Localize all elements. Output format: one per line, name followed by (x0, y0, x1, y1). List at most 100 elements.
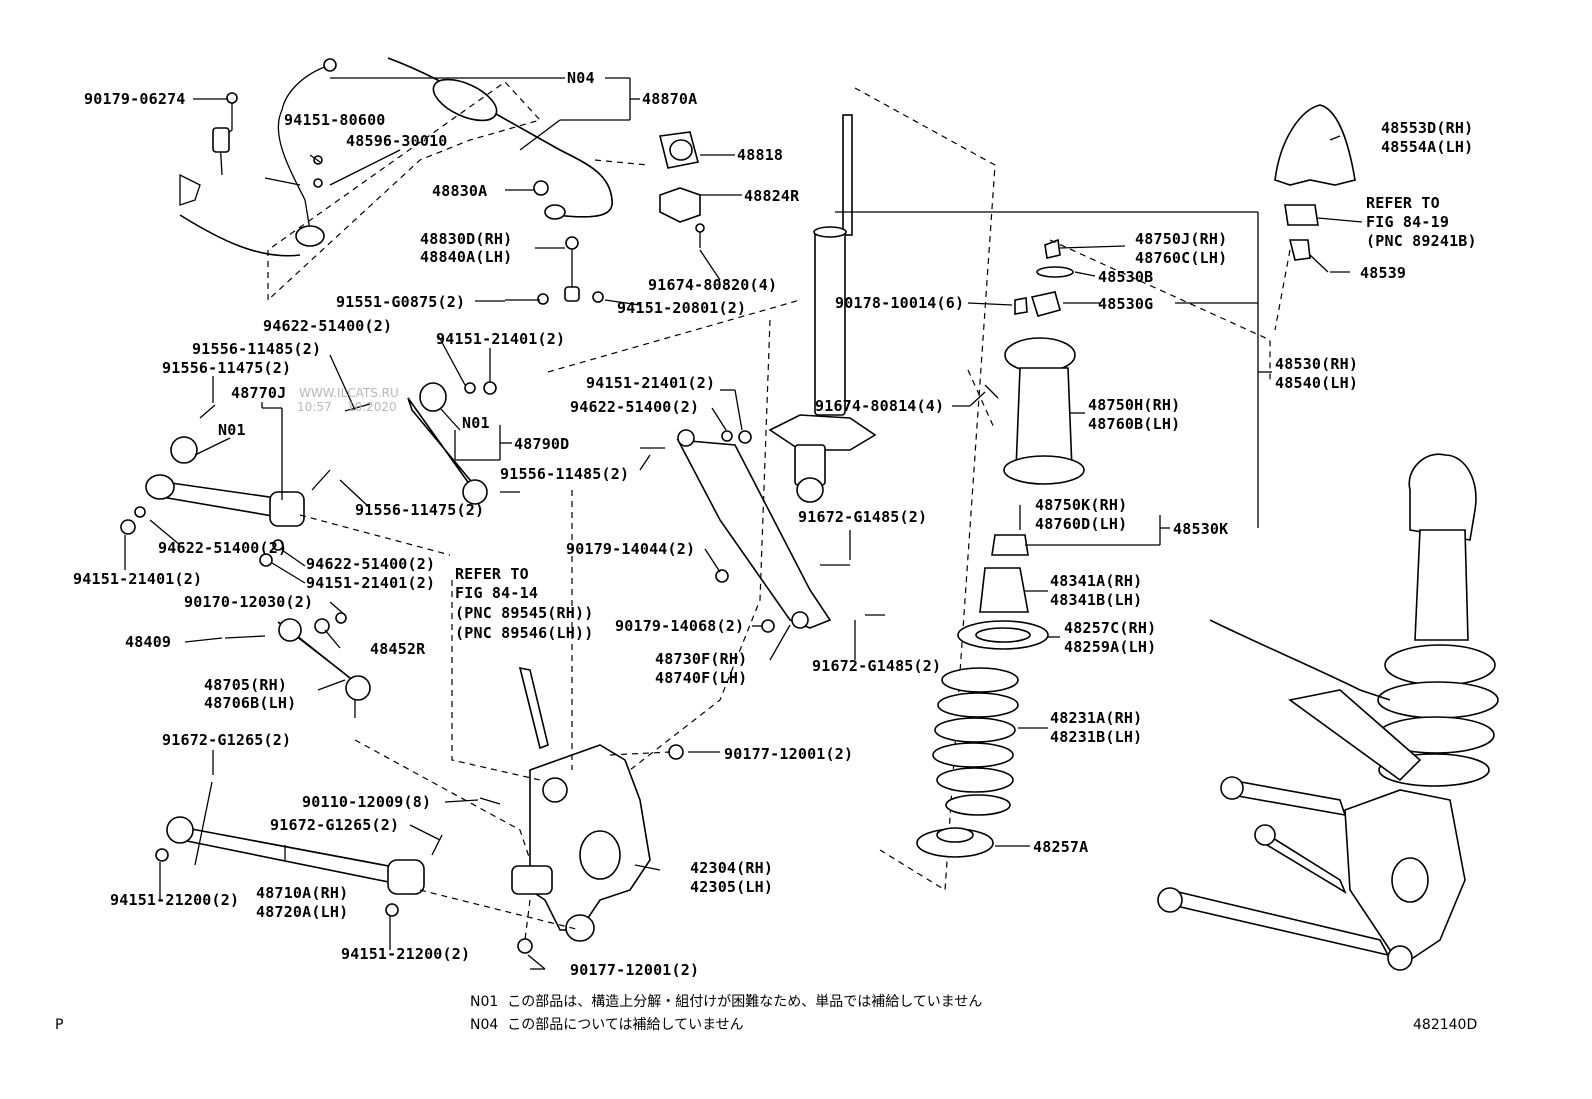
label-94151-20801: 94151-20801(2) (617, 299, 747, 317)
label-48540: 48540(LH) (1275, 374, 1359, 392)
label-48530: 48530(RH) (1275, 355, 1359, 373)
label-90177-12001-b: 90177-12001(2) (570, 961, 700, 979)
label-48409: 48409 (125, 633, 172, 651)
watermark-site: WWW.ILCATS.RU (299, 386, 399, 400)
label-90178-10014: 90178-10014(6) (835, 294, 965, 312)
label-48341B: 48341B(LH) (1050, 591, 1143, 609)
label-91672-G1265-b: 91672-G1265(2) (270, 816, 400, 834)
dash-knuckle-1 (451, 580, 541, 781)
dash-strut-3 (967, 369, 996, 431)
label-91672-G1485-a: 91672-G1485(2) (798, 508, 928, 526)
label-48720A: 48720A(LH) (256, 903, 349, 921)
label-94151-21401-d: 94151-21401(2) (586, 374, 716, 392)
note-n01: N01 この部品は、構造上分解・組付けが困難なため、単品では補給していません (470, 991, 982, 1011)
leader-lines (124, 77, 1363, 970)
label-91556-11475-a: 91556-11475(2) (162, 359, 292, 377)
dash-knuckle-5 (419, 889, 581, 931)
label-refer-84-19-b: FIG 84-19 (1366, 213, 1450, 231)
watermark-time: 10:57 (297, 400, 332, 414)
label-n04: N04 (567, 69, 595, 87)
label-refer-84-19-c: (PNC 89241B) (1366, 232, 1477, 250)
dash-knuckle-4 (354, 739, 531, 861)
label-48257C: 48257C(RH) (1064, 619, 1157, 637)
label-refer-84-14-a: REFER TO (455, 565, 529, 583)
dash-strut-1 (1049, 239, 1271, 380)
label-refer-84-14-c: (PNC 89545(RH)) (455, 604, 594, 622)
assembled-view-drawing (1157, 453, 1499, 971)
stabilizer-dash-frame (267, 81, 542, 301)
label-48259A: 48259A(LH) (1064, 638, 1157, 656)
label-48770J: 48770J (231, 384, 287, 402)
label-48830D: 48830D(RH) (420, 230, 513, 248)
lower-arm-drawing (676, 429, 832, 633)
label-refer-84-14-d: (PNC 89546(LH)) (455, 624, 594, 642)
label-48596-30010: 48596-30010 (346, 132, 448, 150)
diagram-code: 482140D (1413, 1017, 1478, 1033)
label-48750K: 48750K(RH) (1035, 496, 1128, 514)
label-91674-80820: 91674-80820(4) (648, 276, 778, 294)
label-91672-G1485-b: 91672-G1485(2) (812, 657, 942, 675)
label-48818: 48818 (737, 146, 784, 164)
dash-strut-2 (1274, 249, 1291, 331)
label-42305: 42305(LH) (690, 878, 774, 896)
label-91556-11485-b: 91556-11485(2) (500, 465, 630, 483)
label-94151-21401-c: 94151-21401(2) (306, 574, 436, 592)
label-90110-12009: 90110-12009(8) (302, 793, 432, 811)
strut-drawing (916, 238, 1085, 858)
label-94622-51400-c: 94622-51400(2) (306, 555, 436, 573)
label-48341A: 48341A(RH) (1050, 572, 1143, 590)
label-91551-G0875: 91551-G0875(2) (336, 293, 466, 311)
label-48553D: 48553D(RH) (1381, 119, 1474, 137)
label-91674-80814: 91674-80814(4) (815, 397, 945, 415)
label-48760C: 48760C(LH) (1135, 249, 1228, 267)
label-48790D: 48790D (514, 435, 570, 453)
label-94151-80600: 94151-80600 (284, 111, 386, 129)
label-48539: 48539 (1360, 264, 1407, 282)
label-90179-06274: 90179-06274 (84, 90, 186, 108)
label-48824R: 48824R (744, 187, 800, 205)
label-91672-G1265-a: 91672-G1265(2) (162, 731, 292, 749)
label-94151-21200-b: 94151-21200(2) (341, 945, 471, 963)
label-48452R: 48452R (370, 640, 426, 658)
note-n01-text: この部品は、構造上分解・組付けが困難なため、単品では補給していません (507, 994, 983, 1010)
note-n04-code: N04 (470, 1017, 499, 1033)
label-94151-21401-a: 94151-21401(2) (436, 330, 566, 348)
label-94151-21401-b: 94151-21401(2) (73, 570, 203, 588)
watermark-date: 10.2020 (347, 400, 397, 414)
bolts-drawing (194, 299, 999, 866)
label-90177-12001-a: 90177-12001(2) (724, 745, 854, 763)
label-48530G: 48530G (1098, 295, 1154, 313)
label-48750H: 48750H(RH) (1088, 396, 1181, 414)
label-48870A: 48870A (642, 90, 698, 108)
label-91556-11475-b: 91556-11475(2) (355, 501, 485, 519)
label-48730F: 48730F(RH) (655, 650, 748, 668)
upper-arm-drawing (120, 381, 497, 917)
label-48231A: 48231A(RH) (1050, 709, 1143, 727)
note-n01-code: N01 (470, 994, 499, 1010)
shock-absorber-drawing (768, 114, 877, 503)
note-n04-text: この部品については補給していません (507, 1017, 744, 1033)
label-48840A: 48840A(LH) (420, 248, 513, 266)
label-48554A: 48554A(LH) (1381, 138, 1474, 156)
knuckle-drawing (511, 666, 684, 954)
label-48760D: 48760D(LH) (1035, 515, 1128, 533)
corner-mark: P (55, 1017, 64, 1033)
label-refer-84-14-b: FIG 84-14 (455, 584, 539, 602)
label-90170-12030: 90170-12030(2) (184, 593, 314, 611)
label-48830A: 48830A (432, 182, 488, 200)
label-94622-51400-a: 94622-51400(2) (263, 317, 393, 335)
label-48705: 48705(RH) (204, 676, 288, 694)
label-refer-84-19-a: REFER TO (1366, 194, 1440, 212)
label-n01-b: N01 (462, 414, 490, 432)
label-48530B: 48530B (1098, 268, 1154, 286)
top-right-parts-drawing (1274, 104, 1356, 261)
dash-knuckle-3 (299, 514, 451, 556)
label-48710A: 48710A(RH) (256, 884, 349, 902)
stabilizer-bar-drawing (179, 57, 705, 305)
label-48740F: 48740F(LH) (655, 669, 748, 687)
label-n01-a: N01 (218, 421, 246, 439)
label-48750J: 48750J(RH) (1135, 230, 1228, 248)
dash-bushing-line (594, 159, 649, 166)
